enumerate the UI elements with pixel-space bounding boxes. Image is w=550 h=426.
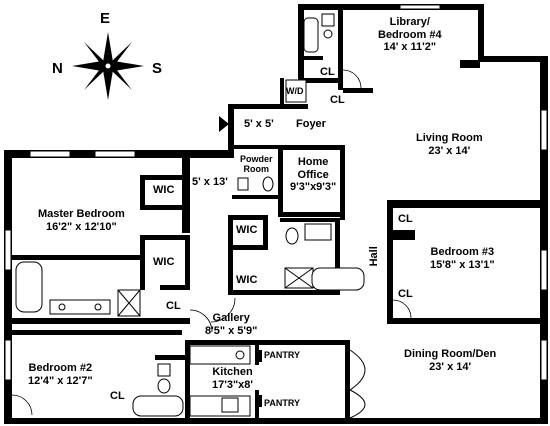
bedroom-3-dims: 15'8" x 13'1" (430, 258, 495, 271)
door-swings (11, 69, 412, 416)
hall-dims-label: 5' x 13' (192, 176, 228, 188)
gallery-dims: 8'5" x 5'9" (205, 324, 258, 337)
bedroom-2-dims: 12'4" x 12'7" (28, 374, 93, 387)
closet-label: CL (330, 94, 345, 106)
wic-label: WIC (153, 256, 175, 268)
kitchen-name: Kitchen (212, 366, 253, 378)
library-name: Library/ (389, 16, 430, 28)
closet-label: CL (320, 66, 335, 78)
bedroom-3-name: Bedroom #3 (430, 246, 495, 258)
foyer-label: Foyer (296, 118, 326, 130)
home-office-dims: 9'3"x9'3" (290, 181, 337, 194)
home-office-name: Home (297, 156, 329, 168)
compass-rose-icon (72, 32, 144, 100)
powder-room-label: Powder Room (240, 154, 273, 175)
dining-room-name: Dining Room/Den (404, 348, 497, 360)
gallery-label: Gallery 8'5" x 5'9" (205, 312, 257, 337)
master-bedroom-dims: 16'2" x 12'10" (46, 220, 117, 233)
living-room-name: Living Room (416, 132, 483, 144)
foyer-dims-label: 5' x 5' (244, 118, 274, 130)
master-bedroom-label: Master Bedroom 16'2" x 12'10" (38, 208, 125, 233)
wic-label: WIC (236, 274, 258, 286)
interior-walls (12, 10, 540, 420)
compass-south-label: S (152, 60, 163, 77)
bedroom-2-label: Bedroom #2 12'4" x 12'7" (28, 362, 93, 387)
wic-label: WIC (153, 184, 175, 196)
closet-label: CL (398, 213, 413, 225)
closet-label: CL (398, 288, 413, 300)
fixtures (15, 13, 366, 419)
wic-label: WIC (236, 224, 258, 236)
dining-room-dims: 23' x 14' (429, 360, 472, 373)
bedroom-2-name: Bedroom #2 (28, 362, 93, 374)
pantry-label: PANTRY (264, 350, 300, 360)
living-room-label: Living Room 23' x 14' (416, 132, 483, 157)
kitchen-dims: 17'3"x8' (212, 378, 254, 391)
library-label: Library/ Bedroom #4 14' x 11'2" (378, 16, 442, 54)
library-dims: 14' x 11'2" (383, 41, 437, 54)
powder-room-name: Powder (240, 154, 273, 164)
pantry-label: PANTRY (264, 398, 300, 408)
compass-north-label: N (52, 60, 63, 77)
bedroom-3-label: Bedroom #3 15'8" x 13'1" (430, 246, 495, 271)
windows (4, 4, 548, 381)
entry-arrow-icon (219, 116, 229, 132)
pantry-doors (258, 350, 262, 407)
master-bedroom-name: Master Bedroom (38, 208, 125, 220)
closet-label: CL (166, 300, 181, 312)
compass-east-label: E (100, 10, 111, 27)
washer-dryer-label: W/D (286, 86, 304, 96)
library-name-2: Bedroom #4 (378, 28, 442, 41)
powder-room-name-2: Room (243, 164, 270, 175)
hall-label: Hall (367, 246, 380, 267)
dining-room-label: Dining Room/Den 23' x 14' (404, 348, 496, 373)
closet-label: CL (110, 390, 125, 402)
kitchen-label: Kitchen 17'3"x8' (212, 366, 253, 391)
living-room-dims: 23' x 14' (428, 144, 471, 157)
home-office-label: Home Office 9'3"x9'3" (290, 156, 336, 194)
gallery-name: Gallery (212, 312, 250, 324)
home-office-name-2: Office (297, 168, 329, 181)
